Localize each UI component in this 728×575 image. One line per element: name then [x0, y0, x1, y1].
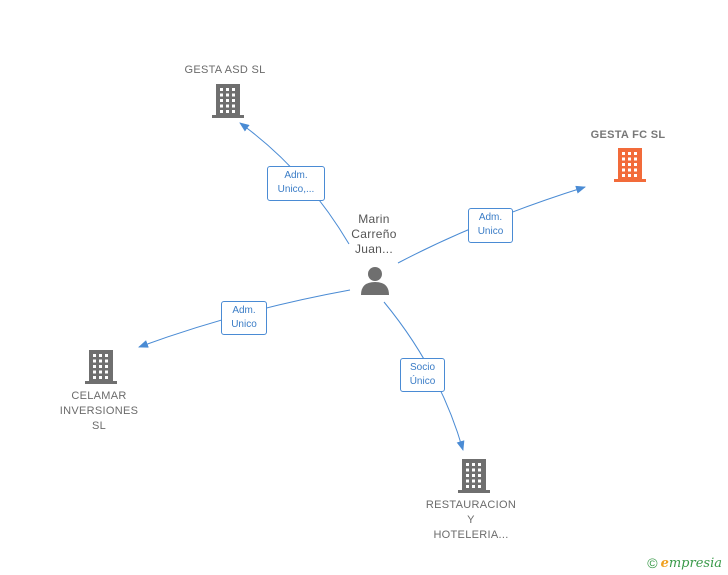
edge-label-gesta-fc: Adm. Unico — [468, 208, 513, 243]
person-label[interactable]: Marin Carreño Juan... — [336, 212, 412, 257]
edge-role-line-1: Socio — [409, 362, 435, 373]
company-name-line-1: RESTAURACION — [425, 499, 517, 511]
edge-label-restauracion: Socio Único — [400, 358, 445, 392]
building-icon[interactable] — [212, 84, 244, 118]
edge-role-line-2: Unico — [231, 319, 257, 330]
building-icon[interactable] — [458, 459, 490, 493]
company-name-line: GESTA FC SL — [590, 129, 666, 141]
edge-role-line-2: Unico,... — [277, 184, 315, 195]
person-icon[interactable] — [361, 267, 389, 295]
building-icon[interactable] — [85, 350, 117, 384]
company-label-gesta-fc[interactable]: GESTA FC SL — [563, 128, 693, 143]
footer-brand: © empresia — [647, 555, 722, 571]
person-name-line-2: Carreño — [351, 227, 397, 241]
brand-logo: empresia — [660, 555, 722, 571]
copyright-icon: © — [647, 555, 658, 571]
edge-role-line-2: Único — [409, 376, 436, 387]
company-label-gesta-asd[interactable]: GESTA ASD SL — [160, 63, 290, 78]
edge-role-line-1: Adm. — [478, 212, 503, 223]
company-name-line-3: SL — [91, 420, 107, 432]
company-label-restauracion[interactable]: RESTAURACION Y HOTELERIA... — [411, 498, 531, 543]
company-name-line-2: INVERSIONES — [59, 405, 139, 417]
company-name-line-2: Y — [467, 514, 475, 526]
building-icon[interactable] — [614, 148, 646, 182]
edge-label-gesta-asd: Adm. Unico,... — [267, 166, 325, 201]
company-label-celamar[interactable]: CELAMAR INVERSIONES SL — [40, 389, 158, 434]
person-name-line-3: Juan... — [354, 242, 394, 256]
company-name-line-3: HOTELERIA... — [433, 529, 509, 541]
edge-label-celamar: Adm. Unico — [221, 301, 267, 335]
edge-role-line-1: Adm. — [232, 305, 256, 316]
company-name-line: GESTA ASD SL — [184, 64, 266, 76]
edge-role-line-2: Unico — [477, 226, 504, 237]
person-name-line-1: Marin — [358, 212, 390, 226]
edge-role-line-1: Adm. — [284, 170, 308, 181]
company-name-line-1: CELAMAR — [71, 390, 127, 402]
